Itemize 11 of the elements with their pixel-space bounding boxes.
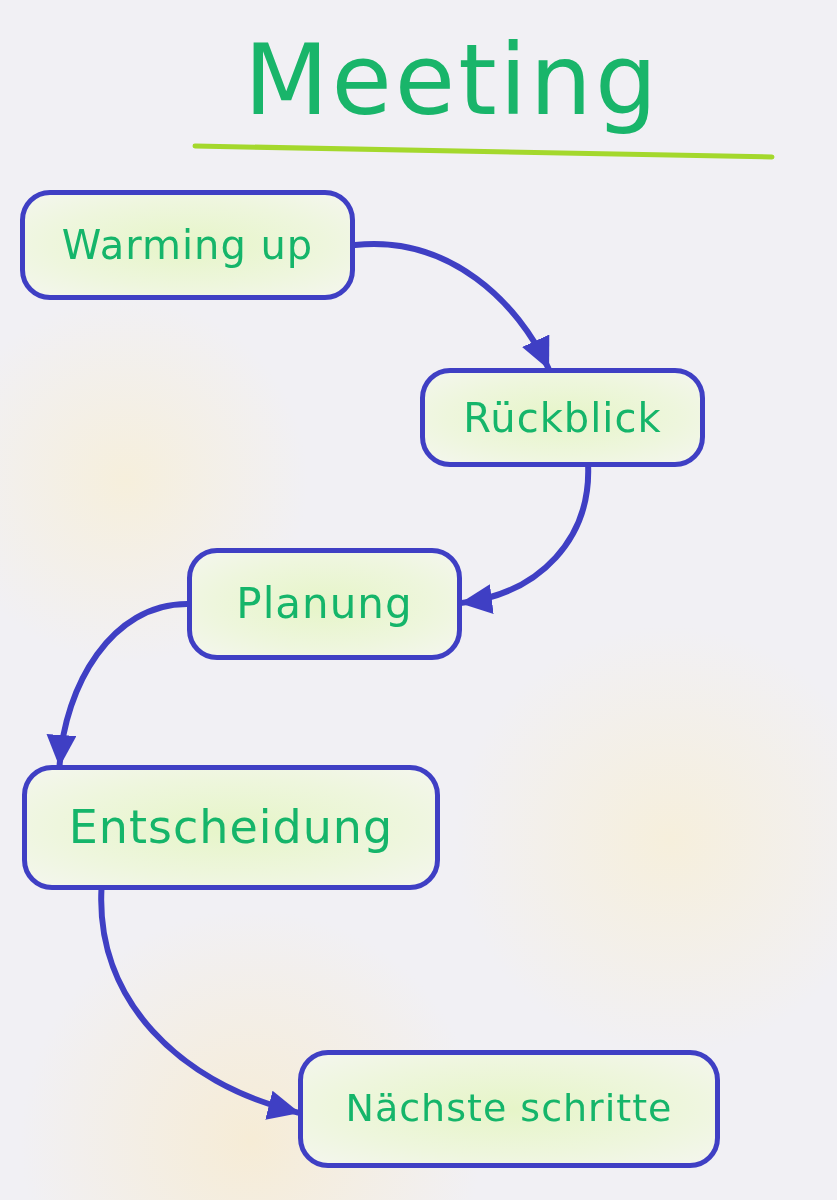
step-label: Planung [236, 577, 413, 630]
step-label: Nächste schritte [345, 1085, 673, 1133]
process-box [298, 1050, 720, 1168]
step-label: Warming up [61, 221, 314, 270]
title: Meeting [244, 22, 661, 139]
process-box [20, 190, 355, 300]
step-label: Entscheidung [68, 798, 394, 856]
step-label: Rückblick [463, 393, 662, 443]
process-box [420, 368, 705, 467]
process-box [22, 765, 440, 890]
process-box [187, 548, 462, 660]
